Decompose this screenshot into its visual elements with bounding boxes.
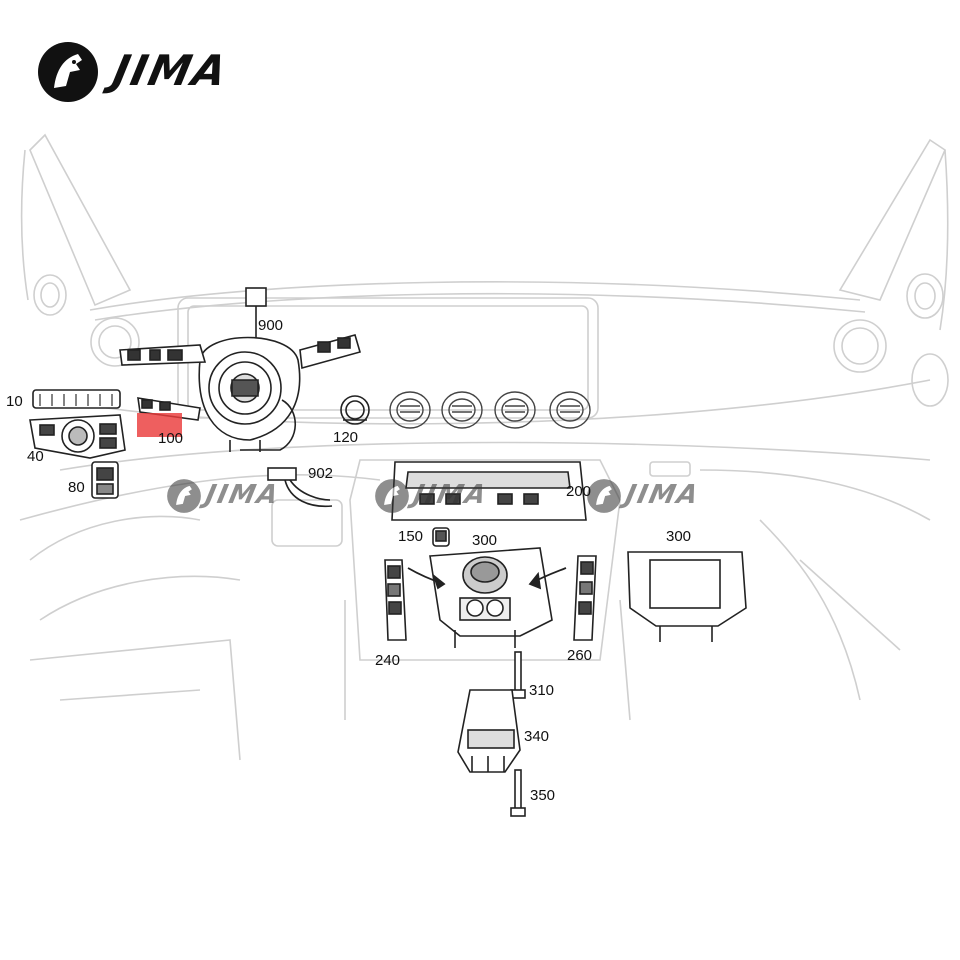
part-120-ring xyxy=(340,395,370,425)
part-310-screw xyxy=(510,651,526,699)
horse-head-icon xyxy=(587,479,621,513)
watermark: JIMA xyxy=(166,478,346,518)
callout-260: 260 xyxy=(567,647,593,664)
watermark-text: JIMA xyxy=(622,480,703,510)
callout-340: 340 xyxy=(524,728,550,745)
part-900-clock-spring xyxy=(119,287,361,452)
watermark: JIMA xyxy=(586,478,766,518)
horse-head-icon xyxy=(167,479,201,513)
callout-300-console: 300 xyxy=(472,532,498,549)
callout-80: 80 xyxy=(68,479,85,496)
watermark-text: JIMA xyxy=(202,480,283,510)
part-350-screw xyxy=(510,769,526,817)
watermark-text: JIMA xyxy=(410,480,491,510)
callout-240: 240 xyxy=(375,652,401,669)
callout-40: 40 xyxy=(27,448,44,465)
callout-310: 310 xyxy=(529,682,555,699)
callout-350: 350 xyxy=(530,787,556,804)
part-902-connector xyxy=(267,467,333,508)
part-200-center-panel xyxy=(391,461,587,521)
part-300-console xyxy=(429,547,553,648)
callout-120: 120 xyxy=(333,429,359,446)
insert-arrows xyxy=(407,567,567,590)
brand-logo: JIMA xyxy=(36,40,286,104)
part-300-bezel xyxy=(627,551,747,642)
part-100-highlight xyxy=(137,413,182,437)
callout-10: 10 xyxy=(6,393,23,410)
part-40-light-switch xyxy=(29,414,126,459)
part-10-control-strip xyxy=(32,389,121,409)
part-100-stalk xyxy=(137,397,201,421)
callout-902: 902 xyxy=(308,465,334,482)
part-260-right-panel xyxy=(573,555,597,641)
brand-name: JIMA xyxy=(108,46,233,95)
dashboard-outline xyxy=(19,133,949,761)
callout-200: 200 xyxy=(566,483,592,500)
callout-100: 100 xyxy=(158,430,184,447)
callout-150: 150 xyxy=(398,528,424,545)
watermark: JIMA xyxy=(374,478,554,518)
horse-head-icon xyxy=(375,479,409,513)
part-80-switch xyxy=(91,461,119,499)
part-240-left-panel xyxy=(384,559,407,641)
center-vents xyxy=(389,391,591,429)
part-340-bracket xyxy=(457,689,521,773)
callout-900: 900 xyxy=(258,317,284,334)
callout-300-bezel: 300 xyxy=(666,528,692,545)
horse-head-icon xyxy=(38,42,98,102)
part-150-knob xyxy=(432,527,450,547)
